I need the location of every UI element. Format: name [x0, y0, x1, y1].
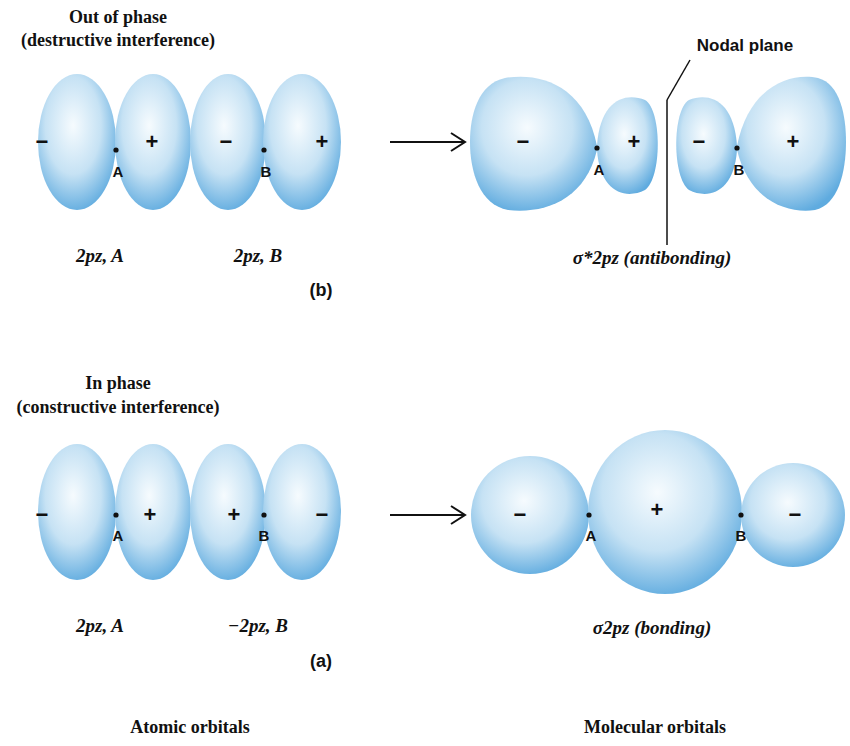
nodal-plane-line — [667, 60, 690, 245]
orbital-label: 2pz, A — [76, 246, 124, 267]
section-heading: (constructive interference) — [16, 398, 219, 418]
phase-sign: + — [144, 503, 157, 527]
section-heading: In phase — [85, 374, 151, 394]
atom-label: B — [736, 528, 747, 545]
section-heading: (destructive interference) — [21, 31, 215, 51]
phase-sign: − — [517, 130, 530, 154]
atom-label: A — [594, 162, 605, 179]
phase-sign: − — [36, 130, 49, 154]
callout-label: Nodal plane — [697, 37, 793, 56]
part-label: (b) — [310, 281, 333, 301]
phase-sign: − — [789, 503, 802, 527]
phase-sign: − — [36, 503, 49, 527]
column-heading: Molecular orbitals — [584, 718, 726, 738]
phase-sign: − — [220, 130, 233, 154]
p-orbital-lobes — [38, 444, 341, 580]
orbital-label: −2pz, B — [228, 616, 288, 637]
nucleus-dot — [113, 145, 743, 517]
phase-sign: + — [628, 130, 641, 154]
column-heading: Atomic orbitals — [130, 718, 249, 738]
bonding-lobes — [471, 430, 845, 594]
phase-sign: + — [651, 498, 664, 522]
section-heading: Out of phase — [69, 8, 167, 28]
p-orbital-lobes — [38, 74, 341, 210]
phase-sign: + — [146, 130, 159, 154]
atom-label: B — [261, 164, 272, 181]
combination-arrow — [390, 133, 465, 524]
phase-sign: + — [316, 130, 329, 154]
atom-label: B — [259, 528, 270, 545]
orbital-label: 2pz, B — [234, 246, 283, 267]
phase-sign: − — [693, 130, 706, 154]
atom-label: A — [113, 164, 124, 181]
atom-label: A — [586, 528, 597, 545]
orbital-label: 2pz, A — [76, 616, 124, 637]
phase-sign: − — [316, 503, 329, 527]
phase-sign: + — [228, 503, 241, 527]
phase-sign: + — [787, 130, 800, 154]
orbital-label: σ*2pz (antibonding) — [573, 248, 732, 269]
antibonding-lobes — [470, 77, 846, 211]
atom-label: A — [113, 528, 124, 545]
phase-sign: − — [514, 503, 527, 527]
part-label: (a) — [310, 652, 332, 672]
orbital-label: σ2pz (bonding) — [593, 618, 711, 639]
atom-label: B — [734, 162, 745, 179]
